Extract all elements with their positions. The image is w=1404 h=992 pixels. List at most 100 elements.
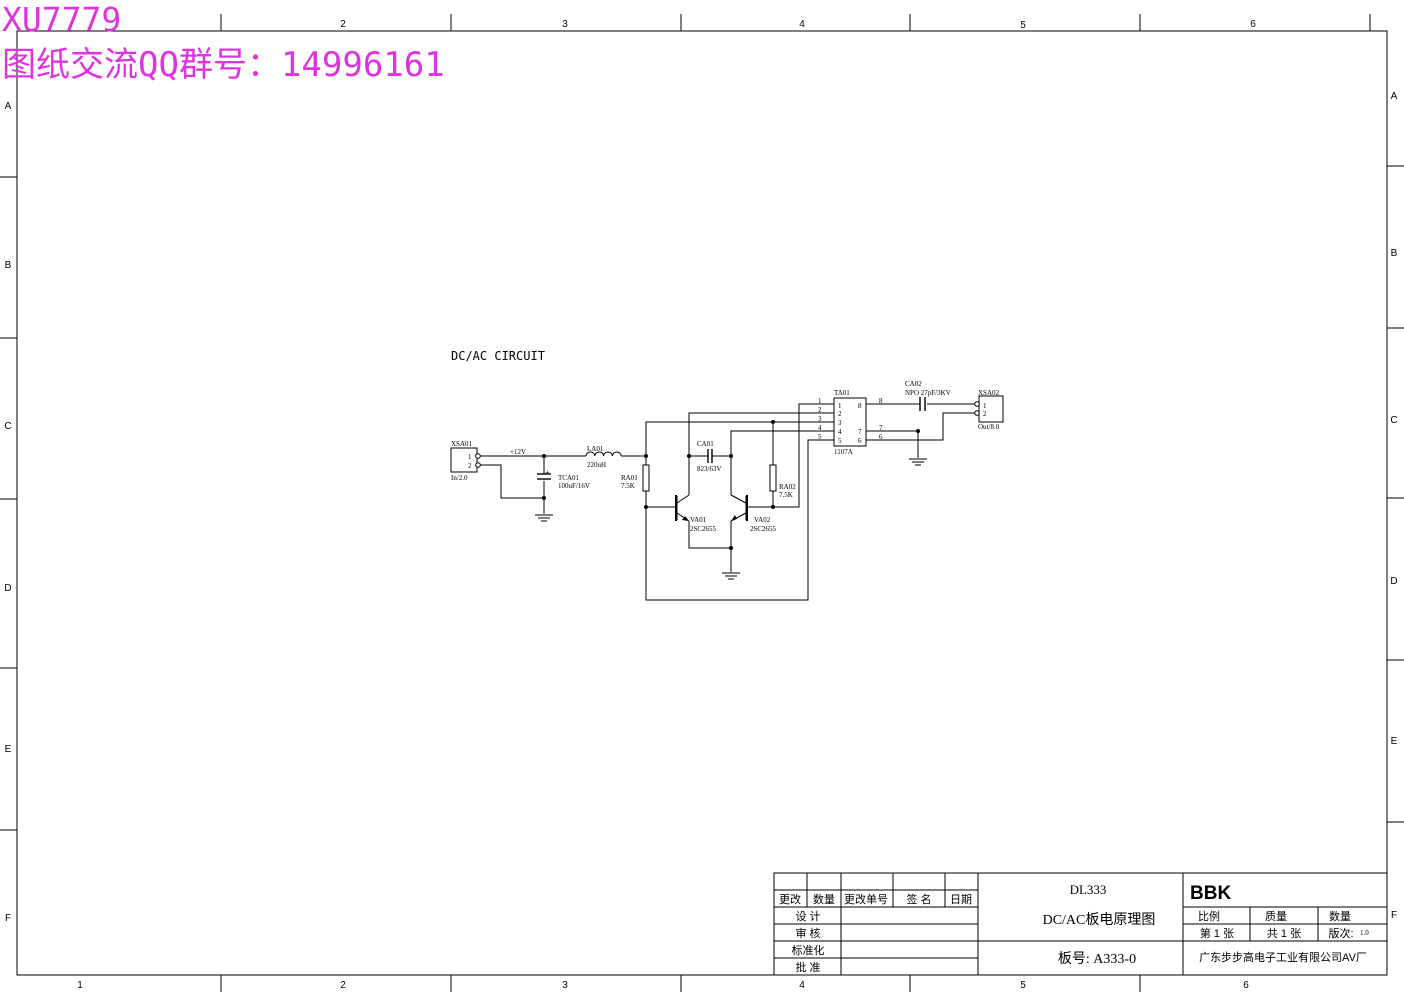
role-label: 标准化: [792, 943, 825, 957]
col-label-top: 4: [799, 19, 805, 30]
watermark-line1: XU7779: [2, 0, 121, 39]
rev-header: 日期: [950, 893, 972, 906]
xsa02-ref: XSA02: [978, 389, 1000, 397]
wires: [480, 403, 976, 601]
col-label-bottom: 6: [1243, 980, 1249, 991]
junction-dot: [771, 505, 775, 509]
ta01-pin: 6: [858, 437, 862, 445]
va01-ref: VA01: [690, 516, 707, 524]
version-label: 版次:: [1328, 926, 1353, 940]
junction-dot: [729, 546, 733, 550]
va02-ref: VA02: [754, 516, 771, 524]
junction-dot: [916, 429, 920, 433]
connector-xsa01: XSA01 1 2 In/2.0: [450, 440, 481, 482]
meta-label: 质量: [1265, 910, 1287, 923]
ta01-outer-pin: 2: [818, 406, 822, 414]
ca01-ref: CA01: [697, 440, 714, 448]
tca01-polarity: +: [545, 468, 550, 477]
ta01-pin: 3: [838, 419, 842, 427]
capacitor-tca01: + TCA01 100uF/16V: [537, 468, 590, 490]
row-label-left: C: [4, 421, 11, 432]
drawing-name: DC/AC板电原理图: [1043, 912, 1156, 928]
frame-column-labels-top: 2 3 4 5 6: [340, 19, 1256, 31]
ta01-outer-pin: 4: [818, 424, 822, 432]
ra01-ref: RA01: [621, 474, 638, 482]
col-label-top: 5: [1020, 20, 1026, 31]
connector-pin: [974, 410, 980, 416]
row-label-right: C: [1390, 415, 1397, 426]
frame-row-labels-right: A B C D E F: [1390, 91, 1397, 921]
ta01-pin: 1: [838, 402, 842, 410]
model-number: DL333: [1070, 882, 1107, 897]
ta01-outer-pin: 5: [818, 433, 822, 441]
junction-dot: [644, 454, 648, 458]
ground-symbol-3: [909, 458, 927, 466]
emitter-arrow-icon: [682, 516, 689, 521]
ta01-outer-pin: 6: [879, 433, 883, 441]
ra02-value: 7.5K: [779, 491, 793, 499]
role-label: 批 准: [795, 960, 820, 974]
role-label: 审 核: [795, 926, 820, 940]
ta01-pin: 4: [838, 428, 842, 436]
sheet-number: 第 1 张: [1200, 926, 1234, 940]
xsa02-pin1: 1: [983, 402, 987, 410]
connector-body: [978, 395, 1004, 423]
connector-pin: [475, 462, 481, 468]
rev-header: 更改: [779, 892, 801, 906]
xsa01-value: In/2.0: [451, 474, 468, 482]
junction-dot: [542, 496, 546, 500]
ta01-outer-pin: 3: [818, 415, 822, 423]
col-label-bottom: 5: [1020, 980, 1026, 991]
connector-pin: [475, 453, 481, 459]
ra01-value: 7.5K: [621, 482, 635, 490]
emitter-arrow-icon: [731, 515, 737, 521]
board-number: 板号: A333-0: [1058, 951, 1136, 967]
la01-value: 220uH: [587, 461, 606, 469]
frame-column-labels-bottom: 1 2 3 4 5 6: [77, 980, 1249, 991]
ca02-value: NPO 27pF/3KV: [905, 389, 951, 397]
row-label-left: A: [5, 101, 12, 112]
junction-dot: [644, 505, 648, 509]
tca01-value: 100uF/16V: [558, 482, 590, 490]
ta01-pin: 5: [838, 437, 842, 445]
col-label-bottom: 2: [340, 980, 346, 991]
brand-logo: BBK: [1190, 883, 1231, 904]
row-label-left: F: [5, 913, 11, 924]
title-block: [773, 872, 1388, 976]
col-label-bottom: 3: [562, 980, 568, 991]
xsa01-pin2: 2: [468, 462, 472, 470]
ta01-pin: 2: [838, 410, 842, 418]
frame-row-labels-left: A B C D E F: [4, 101, 11, 924]
xsa02-value: Out/8.0: [978, 423, 1000, 431]
ca01-value: 823/63V: [697, 465, 722, 473]
connector-xsa02: XSA02 1 2 Out/8.0: [974, 389, 1004, 431]
xsa01-pin1: 1: [468, 453, 472, 461]
va02-value: 2SC2655: [750, 525, 777, 533]
meta-label: 数量: [1329, 910, 1351, 923]
va01-value: 2SC2655: [690, 525, 717, 533]
transformer-ta01: TA01 1107A 1 2 3 4 5 1 2 3 4 5 8 7 6 8 7…: [818, 389, 883, 456]
junction-dot: [729, 454, 733, 458]
rev-header: 数量: [813, 893, 835, 906]
row-label-right: A: [1391, 91, 1398, 102]
col-label-bottom: 1: [77, 980, 83, 991]
ta01-pin: 7: [858, 428, 862, 436]
circuit-title: DC/AC CIRCUIT: [451, 349, 545, 363]
junction-dots: [542, 420, 920, 550]
capacitor-ca02: CA02 NPO 27pF/3KV: [905, 380, 951, 411]
la01-ref: LA01: [587, 445, 604, 453]
net-label-12v: +12V: [510, 448, 526, 456]
ra02-ref: RA02: [779, 483, 796, 491]
ta01-pin: 8: [858, 402, 862, 410]
capacitor-ca01: CA01 823/63V: [697, 440, 722, 473]
ta01-outer-pin: 8: [879, 397, 883, 405]
col-label-top: 3: [562, 19, 568, 30]
ta01-value: 1107A: [834, 448, 853, 456]
junction-dot: [542, 454, 546, 458]
row-label-left: B: [5, 260, 12, 271]
version-value: 1.0: [1360, 929, 1369, 937]
row-label-right: F: [1391, 910, 1397, 921]
inductor-la01: LA01 220uH: [585, 445, 622, 469]
xsa01-ref: XSA01: [451, 440, 473, 448]
